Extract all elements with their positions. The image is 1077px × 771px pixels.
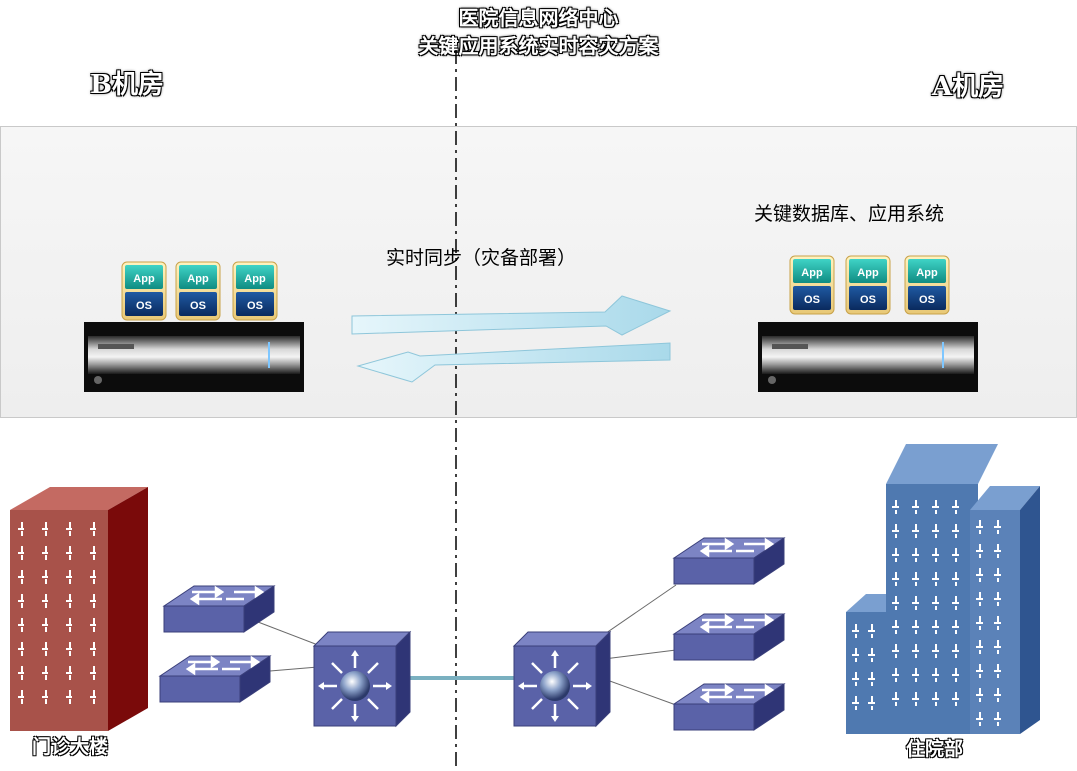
room-label-a: A机房 <box>932 72 1005 102</box>
right-system-label: 关键数据库、应用系统 <box>754 203 945 225</box>
os-label: OS <box>136 300 152 312</box>
switch-icon <box>672 536 786 586</box>
switch-icon <box>672 682 786 732</box>
app-label: App <box>133 273 155 285</box>
title-line-2: 关键应用系统实时容灾方案 <box>418 34 659 58</box>
os-label: OS <box>247 300 263 312</box>
building-icon-left <box>10 487 148 731</box>
app-label: App <box>187 273 209 285</box>
core-router-icon-right <box>512 630 612 728</box>
title-line-1: 医院信息网络中心 <box>458 6 619 30</box>
app-label: App <box>801 267 823 279</box>
app-label: App <box>857 267 879 279</box>
server-icon-a <box>758 322 978 392</box>
building-label-outpatient: 门诊大楼 <box>32 736 109 758</box>
os-label: OS <box>804 294 820 306</box>
switch-icon <box>672 612 786 662</box>
app-label: App <box>244 273 266 285</box>
os-label: OS <box>919 294 935 306</box>
building-label-inpatient: 住院部 <box>906 738 964 760</box>
switch-icon <box>162 584 276 634</box>
switch-icon <box>158 654 272 704</box>
sync-arrow-right-icon <box>351 295 672 336</box>
sync-label: 实时同步（灾备部署） <box>386 247 577 269</box>
building-icon-right <box>846 444 1040 734</box>
app-label: App <box>916 267 938 279</box>
room-label-b: B机房 <box>90 70 164 100</box>
os-label: OS <box>190 300 206 312</box>
server-icon-b <box>84 322 304 392</box>
sync-arrow-left-icon <box>356 342 671 383</box>
os-label: OS <box>860 294 876 306</box>
core-router-icon-left <box>312 630 412 728</box>
